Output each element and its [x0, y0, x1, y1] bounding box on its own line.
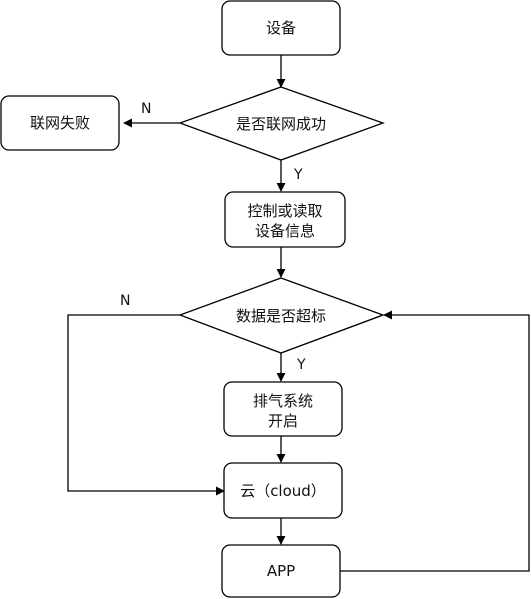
node-device: 设备 — [266, 19, 296, 37]
nodes — [0, 0, 385, 598]
label-network-yes: Y — [293, 167, 303, 183]
label-threshold-no: N — [120, 293, 130, 309]
node-app: APP — [267, 562, 295, 580]
node-cloud-box — [223, 462, 343, 519]
node-network-check-diamond — [178, 86, 385, 161]
node-threshold-check-diamond — [178, 277, 385, 354]
node-device-box — [221, 0, 341, 56]
node-exhaust-box — [223, 381, 343, 437]
node-threshold-check: 数据是否超标 — [236, 307, 326, 325]
node-network-check: 是否联网成功 — [236, 115, 326, 133]
node-exhaust-line1: 排气系统 — [253, 392, 313, 410]
node-control-box — [224, 191, 346, 248]
edge-app-feedback-to-threshold — [340, 310, 530, 572]
node-cloud: 云（cloud） — [240, 482, 326, 500]
node-network-fail-box — [0, 95, 120, 151]
node-exhaust-line2: 开启 — [268, 412, 298, 430]
connectors — [67, 55, 530, 572]
node-app-box — [221, 544, 341, 598]
node-network-fail: 联网失败 — [30, 114, 90, 132]
node-control-line1: 控制或读取 — [247, 202, 322, 220]
node-control-line2: 设备信息 — [255, 222, 315, 240]
edge-labels: N Y N Y — [120, 101, 306, 373]
label-network-no: N — [141, 101, 151, 117]
node-labels: 设备 是否联网成功 联网失败 控制或读取 设备信息 数据是否超标 排气系统 开启… — [30, 19, 326, 580]
edge-threshold-no-to-cloud — [67, 314, 225, 496]
label-threshold-yes: Y — [296, 357, 306, 373]
